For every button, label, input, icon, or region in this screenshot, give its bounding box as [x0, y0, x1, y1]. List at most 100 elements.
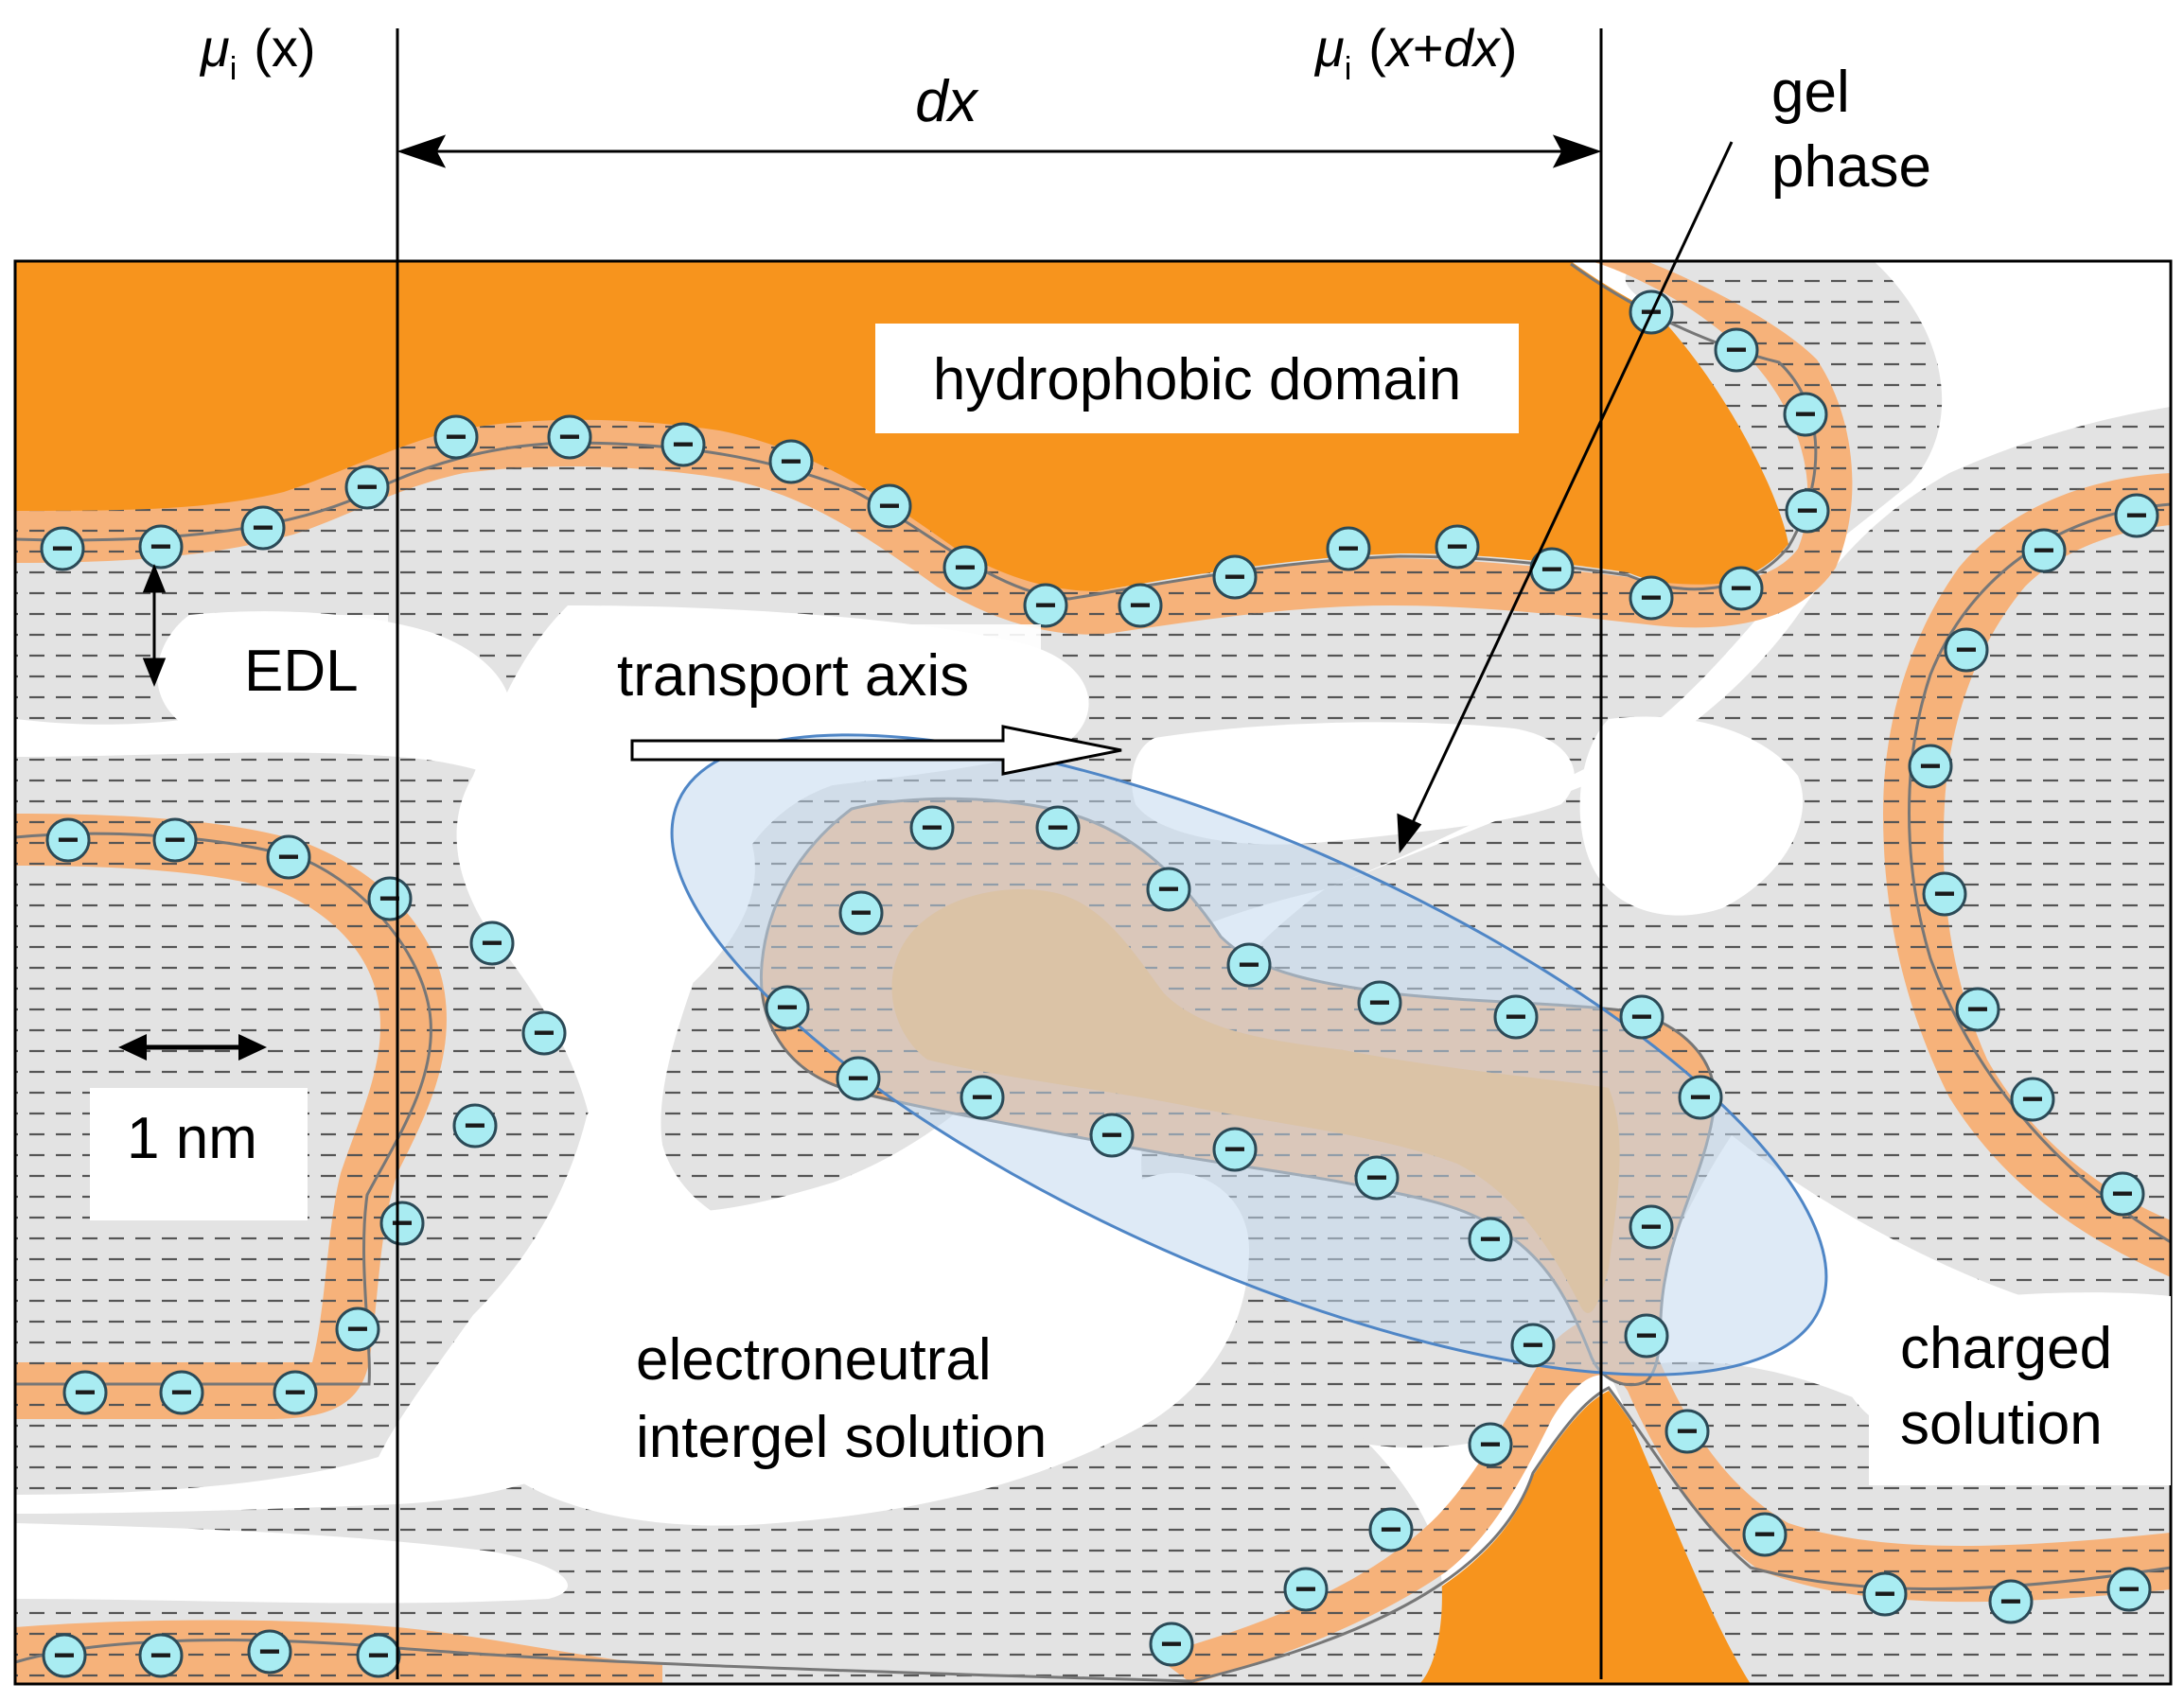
ion-38: −: [1922, 871, 1967, 917]
ion-minus-sign: −: [445, 416, 467, 458]
ion-circle: [240, 505, 286, 551]
dx-label: dx: [915, 69, 978, 134]
gel-phase-label-line2: phase: [1771, 134, 1931, 200]
ion-60: −: [765, 985, 810, 1030]
ion-circle: [1629, 575, 1674, 621]
one-nm-label: 1 nm: [127, 1106, 257, 1171]
ion-2: −: [240, 505, 286, 551]
ion-circle: [356, 1633, 401, 1678]
ion-27: −: [521, 1010, 567, 1056]
ion-64: −: [1988, 1579, 2034, 1624]
ion-minus-sign: −: [1635, 1315, 1657, 1357]
ion-minus-sign: −: [1522, 1324, 1543, 1366]
ion-minus-sign: −: [481, 922, 502, 964]
ion-circle: [1435, 524, 1480, 570]
ion-35: −: [2021, 528, 2067, 573]
ion-minus-sign: −: [776, 987, 798, 1028]
ion-71: −: [138, 1633, 184, 1678]
ion-53: −: [1510, 1323, 1556, 1368]
ion-minus-sign: −: [1446, 526, 1468, 568]
ion-circle: [266, 834, 311, 880]
ion-circle: [452, 1103, 498, 1149]
transport-axis-label: transport axis: [617, 643, 969, 709]
ion-circle: [367, 876, 413, 921]
ion-minus-sign: −: [1160, 1623, 1182, 1665]
ion-circle: [152, 817, 198, 863]
ion-minus-sign: −: [356, 466, 378, 508]
ion-circle: [1664, 1409, 1710, 1454]
ion-circle: [1908, 744, 1953, 789]
ion-16: −: [1629, 575, 1674, 621]
ion-10: −: [1023, 583, 1068, 628]
ion-minus-sign: −: [780, 441, 801, 482]
ion-34: −: [2114, 493, 2159, 538]
ion-minus-sign: −: [2118, 1569, 2140, 1610]
ion-minus-sign: −: [1640, 1206, 1662, 1248]
ion-circle: [1783, 392, 1828, 437]
ion-circle: [1742, 1512, 1788, 1557]
ion-4: −: [433, 414, 479, 460]
ion-11: −: [1118, 583, 1163, 628]
ion-circle: [2010, 1077, 2055, 1122]
electroneutral-label-line1: electroneutral: [636, 1327, 992, 1393]
ion-9: −: [942, 545, 988, 590]
ion-minus-sign: −: [1919, 745, 1941, 787]
edl-label: EDL: [244, 639, 359, 704]
ion-minus-sign: −: [1479, 1219, 1501, 1260]
ion-circle: [1283, 1567, 1329, 1612]
ion-minus-sign: −: [1689, 1077, 1711, 1118]
ion-circle: [942, 545, 988, 590]
ion-minus-sign: −: [2021, 1078, 2043, 1120]
ion-circle: [379, 1201, 425, 1246]
ion-62: −: [1742, 1512, 1788, 1557]
ion-3: −: [344, 465, 390, 510]
ion-36: −: [1944, 627, 1989, 673]
ion-minus-sign: −: [878, 485, 900, 527]
ion-circle: [433, 414, 479, 460]
ion-circle: [273, 1370, 318, 1415]
ion-minus-sign: −: [1630, 996, 1652, 1038]
ion-circle: [660, 422, 706, 467]
ion-circle: [1922, 871, 1967, 917]
ion-minus-sign: −: [1157, 868, 1179, 910]
ion-minus-sign: −: [1238, 944, 1259, 986]
ion-circle: [2106, 1567, 2152, 1612]
ion-circle: [1718, 566, 1764, 611]
ion-circle: [1212, 1127, 1258, 1172]
ion-40: −: [2010, 1077, 2055, 1122]
ion-minus-sign: −: [252, 507, 273, 549]
ion-circle: [45, 817, 91, 863]
ion-17: −: [1718, 566, 1764, 611]
charged-solution-box: [1869, 1296, 2171, 1485]
ion-minus-sign: −: [150, 526, 171, 568]
ion-circle: [1023, 583, 1068, 628]
ion-minus-sign: −: [1224, 1129, 1245, 1170]
ion-minus-sign: −: [921, 807, 942, 849]
edl-arrow: [142, 563, 167, 688]
ion-circle: [335, 1306, 380, 1352]
ion-minus-sign: −: [954, 547, 976, 588]
membrane-body: [15, 261, 2171, 1684]
ion-circle: [909, 805, 955, 850]
ion-circle: [547, 414, 592, 460]
ion-25: −: [367, 876, 413, 921]
ion-minus-sign: −: [1337, 528, 1359, 570]
ion-circle: [138, 524, 184, 570]
ion-minus-sign: −: [533, 1012, 555, 1054]
ion-minus-sign: −: [1034, 585, 1056, 626]
ion-33: −: [62, 1370, 108, 1415]
ion-20: −: [1783, 392, 1828, 437]
ion-22: −: [45, 817, 91, 863]
ion-minus-sign: −: [391, 1202, 413, 1244]
mu-x-label: μi(x): [199, 18, 316, 87]
ion-minus-sign: −: [1730, 568, 1752, 609]
ion-circle: [765, 985, 810, 1030]
ion-minus-sign: −: [277, 836, 299, 878]
ion-7: −: [768, 439, 814, 484]
one-nm-box: [90, 1088, 308, 1220]
ion-54: −: [1468, 1217, 1513, 1262]
ion-minus-sign: −: [170, 1372, 192, 1413]
ion-minus-sign: −: [1725, 329, 1747, 371]
ion-14: −: [1435, 524, 1480, 570]
ion-minus-sign: −: [51, 528, 73, 570]
